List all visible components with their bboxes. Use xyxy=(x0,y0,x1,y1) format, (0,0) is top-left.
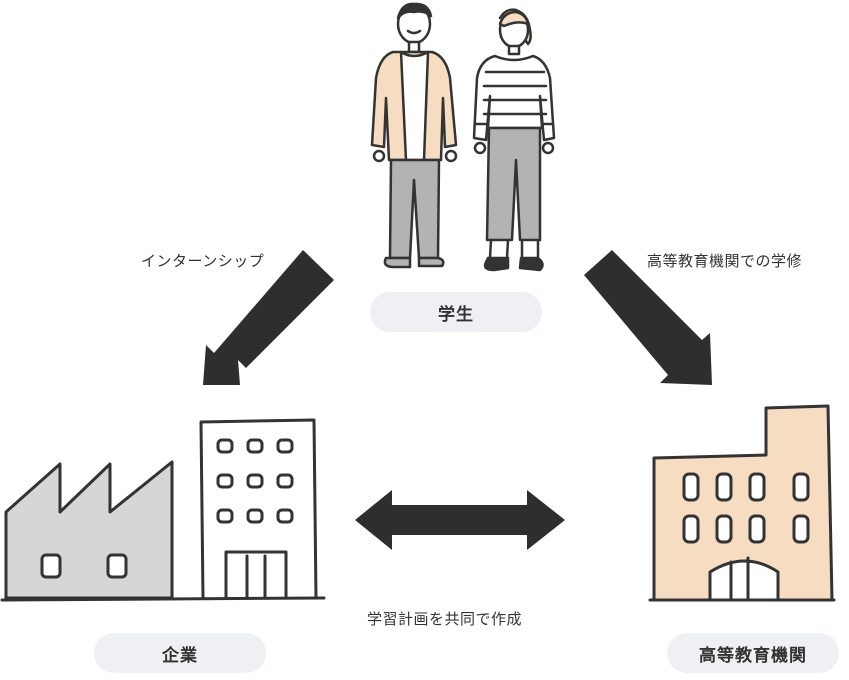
edge-label-plan: 学習計画を共同で作成 xyxy=(367,610,523,628)
institution-illustration xyxy=(648,404,836,602)
female-student-figure xyxy=(472,8,556,272)
edge-label-internship: インターンシップ xyxy=(141,252,265,270)
company-ground-line xyxy=(0,596,326,602)
node-student: 学生 xyxy=(370,292,542,332)
factory-building xyxy=(4,460,174,600)
arrow-student-to-institution xyxy=(584,250,712,385)
edge-label-study: 高等教育機関での学修 xyxy=(647,252,803,270)
node-company: 企業 xyxy=(94,633,266,673)
arrow-company-institution-bidirectional xyxy=(355,490,565,550)
node-institution: 高等教育機関 xyxy=(667,633,839,673)
students-illustration xyxy=(370,2,556,272)
office-building xyxy=(199,418,318,600)
company-illustration xyxy=(0,418,326,602)
arrow-student-to-company xyxy=(203,250,334,385)
male-student-figure xyxy=(370,2,458,269)
